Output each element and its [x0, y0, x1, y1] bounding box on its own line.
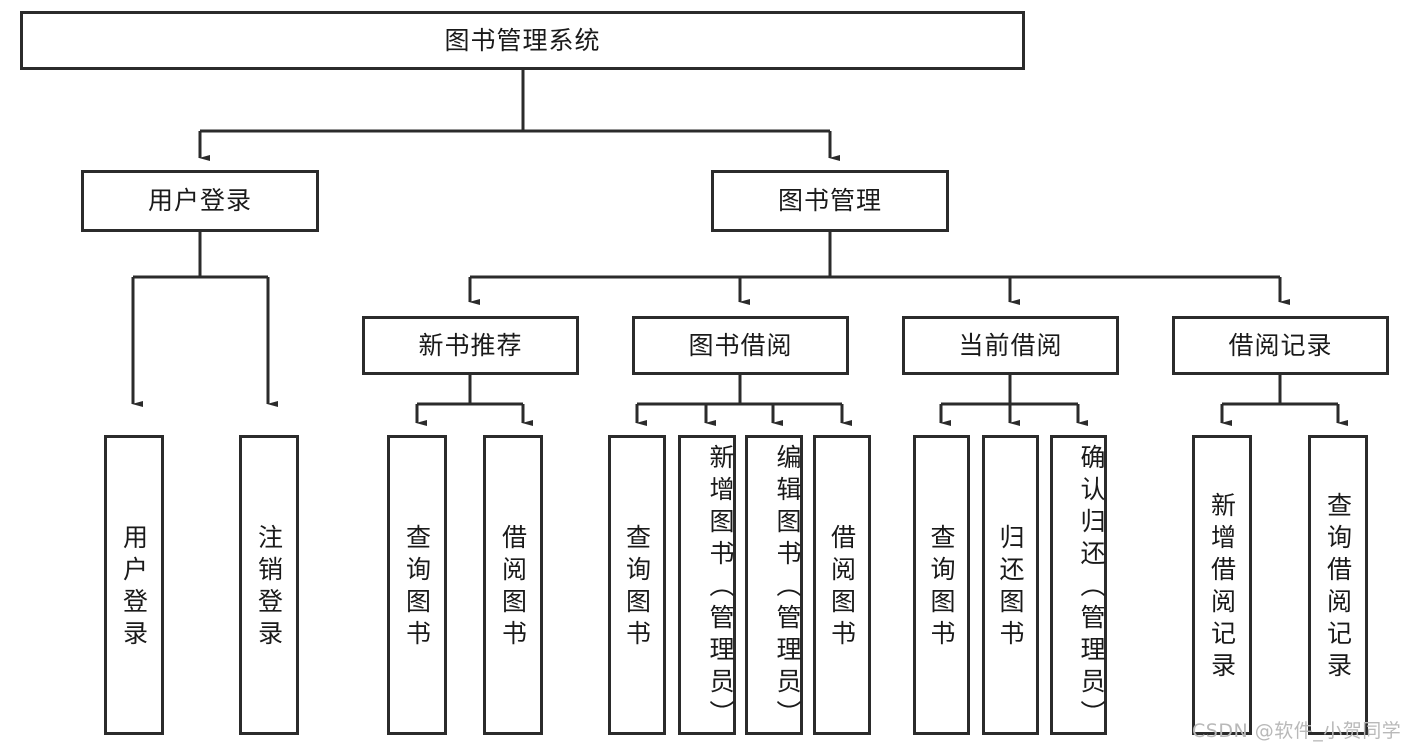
leaf-user-login[interactable]: 用户登录: [104, 435, 164, 735]
leaf-logout-login[interactable]: 注销登录: [239, 435, 299, 735]
leaf-borrow-book[interactable]: 借阅图书: [813, 435, 871, 735]
leaf-confirm-return-admin[interactable]: 确认归还（管理员）: [1050, 435, 1107, 735]
node-label: 图书管理: [777, 186, 882, 215]
leaf-add-book-admin[interactable]: 新增图书（管理员）: [678, 435, 736, 735]
node-label: 查询图书: [927, 524, 956, 652]
node-label: 确认归还（管理员）: [1077, 444, 1106, 732]
node-borrow-record[interactable]: 借阅记录: [1172, 316, 1389, 375]
node-user-login[interactable]: 用户登录: [81, 170, 319, 232]
node-root-system[interactable]: 图书管理系统: [20, 11, 1025, 70]
node-new-book-recommend[interactable]: 新书推荐: [362, 316, 579, 375]
node-label: 借阅记录: [1228, 330, 1333, 360]
leaf-add-borrow-record[interactable]: 新增借阅记录: [1192, 435, 1252, 735]
node-label: 查询图书: [622, 524, 652, 652]
node-label: 查询借阅记录: [1323, 492, 1353, 684]
node-label: 查询图书: [402, 524, 432, 652]
node-book-management[interactable]: 图书管理: [711, 170, 949, 232]
node-label: 借阅图书: [827, 524, 857, 652]
node-label: 当前借阅: [958, 330, 1063, 360]
node-label: 用户登录: [119, 524, 149, 652]
leaf-query-borrow-record[interactable]: 查询借阅记录: [1308, 435, 1368, 735]
leaf-query-book-newbook[interactable]: 查询图书: [387, 435, 447, 735]
csdn-watermark: CSDN @软件_小贺同学: [1192, 720, 1402, 742]
node-label: 图书管理系统: [444, 25, 601, 55]
leaf-borrow-book-newbook[interactable]: 借阅图书: [483, 435, 543, 735]
node-label: 编辑图书（管理员）: [773, 444, 802, 732]
node-book-borrow[interactable]: 图书借阅: [632, 316, 849, 375]
node-label: 归还图书: [996, 524, 1025, 652]
leaf-edit-book-admin[interactable]: 编辑图书（管理员）: [745, 435, 803, 735]
leaf-return-book[interactable]: 归还图书: [982, 435, 1039, 735]
leaf-query-book-current[interactable]: 查询图书: [913, 435, 970, 735]
node-current-borrow[interactable]: 当前借阅: [902, 316, 1119, 375]
node-label: 用户登录: [147, 186, 252, 215]
node-label: 借阅图书: [498, 524, 528, 652]
node-label: 注销登录: [254, 524, 284, 652]
node-label: 图书借阅: [688, 330, 793, 360]
leaf-query-book-borrow[interactable]: 查询图书: [608, 435, 666, 735]
node-label: 新增图书（管理员）: [706, 444, 735, 732]
node-label: 新增借阅记录: [1207, 492, 1237, 684]
node-label: 新书推荐: [418, 330, 523, 360]
